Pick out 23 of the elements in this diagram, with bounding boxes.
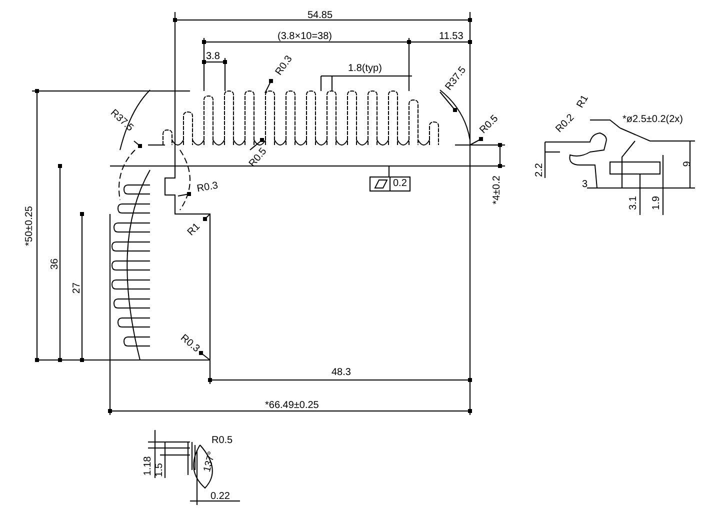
- dimension-text: 2.2: [534, 163, 545, 177]
- dimension-text: 36: [50, 258, 60, 270]
- dimension-text: 3.1: [628, 196, 639, 210]
- dimension-text: 48.3: [332, 368, 351, 378]
- dimension-text: 11.53: [439, 32, 464, 42]
- dimension-text: 3.8: [206, 52, 220, 62]
- dimension-text: 3: [582, 180, 588, 190]
- dimension-text: 1.9: [652, 196, 662, 210]
- dimension-text: 1.8(typ): [348, 64, 382, 74]
- dimension-text: 0.22: [210, 492, 230, 502]
- dimension-text: *66.49±0.25: [265, 401, 319, 411]
- dimension-text: R1: [575, 94, 590, 110]
- dimension-text: (3.8×10=38): [278, 32, 332, 42]
- tolerance-value: 0.2: [393, 179, 407, 189]
- dimension-text: *ø2.5±0.2(2x): [622, 115, 684, 125]
- dimension-text: 27: [72, 282, 82, 294]
- dimension-text: 54.85: [308, 11, 333, 21]
- dimension-text: R0.3: [196, 181, 218, 195]
- dimension-text: *50±0.25: [24, 206, 35, 246]
- dimension-text: 1.18: [143, 456, 154, 476]
- dimension-text: *4±0.2: [492, 176, 502, 204]
- dimension-text: R0.5: [212, 436, 233, 446]
- dimension-text: R1: [186, 222, 202, 238]
